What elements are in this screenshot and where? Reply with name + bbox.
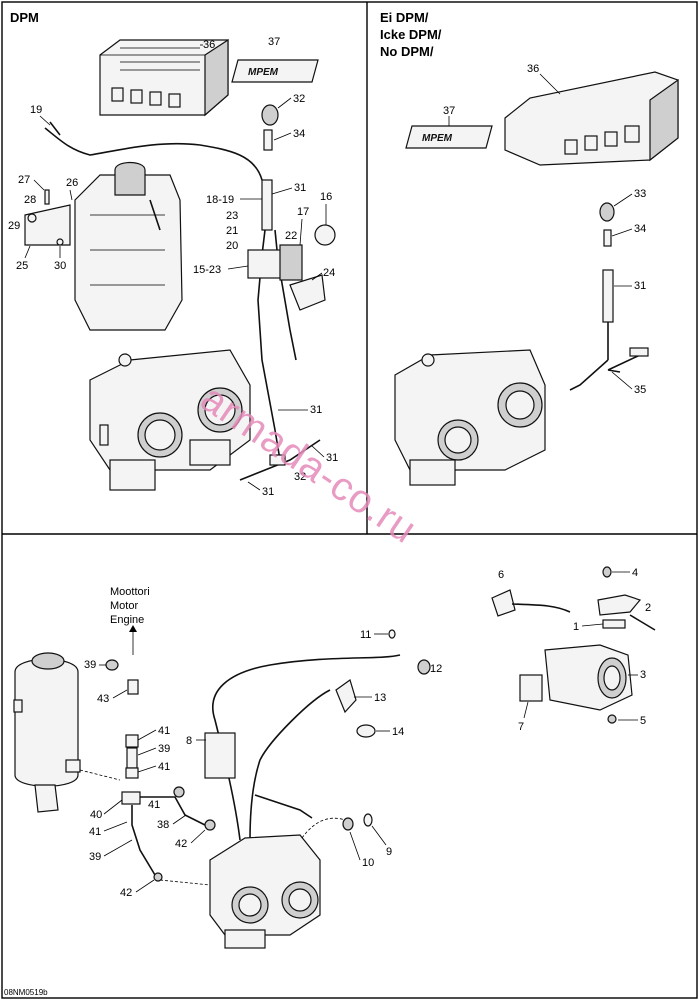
callout-14: 14: [392, 726, 404, 738]
callout-29: 29: [8, 220, 20, 232]
no-dpm-carburetors: [394, 349, 546, 486]
engine-label-line-2: Motor: [110, 600, 138, 612]
dpm-callouts: 36 37 19 32 34 27 26 28 29 25 30 18-19 2…: [8, 36, 338, 498]
callout-42-low: 42: [120, 887, 132, 899]
dpm-fuel-line: [257, 104, 297, 461]
callout-33: 33: [634, 188, 646, 200]
no-dpm-title-line-2: Icke DPM/: [380, 27, 442, 42]
no-dpm-title-line-1: Ei DPM/: [380, 10, 429, 25]
dpm-panel-title: DPM: [10, 10, 39, 25]
callout-27: 27: [18, 174, 30, 186]
oil-tank: [74, 161, 183, 331]
reference-code: 08NM0519b: [4, 988, 48, 997]
callout-31-lower: 31: [262, 486, 274, 498]
callout-13: 13: [374, 692, 386, 704]
callout-41-b: 41: [158, 761, 170, 773]
callout-8: 8: [186, 735, 192, 747]
bottom-carburetors: [209, 834, 321, 949]
vent-hose-assembly: [105, 659, 216, 882]
callout-11: 11: [360, 629, 371, 641]
callout-16: 16: [320, 191, 332, 203]
callout-39-low: 39: [89, 851, 101, 863]
dpm-panel: MPEM: [24, 38, 336, 491]
callout-6: 6: [498, 569, 504, 581]
callout-26: 26: [66, 177, 78, 189]
callout-34-nodpm: 34: [634, 223, 646, 235]
callout-20: 20: [226, 240, 238, 252]
callout-23: 23: [226, 210, 238, 222]
callout-43: 43: [97, 693, 109, 705]
callout-37-nodpm: 37: [443, 105, 455, 117]
callout-31-upper: 31: [294, 182, 306, 194]
callout-30: 30: [54, 260, 66, 272]
callout-21: 21: [226, 225, 238, 237]
mpem-module: [99, 38, 229, 117]
dpm-carburetors: [89, 349, 251, 491]
callout-31-mid: 31: [310, 404, 322, 416]
callout-35: 35: [634, 384, 646, 396]
callout-18-19: 18-19: [206, 194, 234, 206]
no-dpm-panel: MPEM: [394, 71, 679, 486]
callout-2: 2: [645, 602, 651, 614]
no-dpm-decal: MPEM: [405, 125, 493, 149]
callout-28: 28: [24, 194, 36, 206]
callout-36-nodpm: 36: [527, 63, 539, 75]
callout-9: 9: [386, 846, 392, 858]
callout-32-lower: 32: [294, 471, 306, 483]
decal-text: MPEM: [248, 67, 279, 78]
engine-label-line-1: Moottori: [110, 586, 150, 598]
callout-39-top: 39: [84, 659, 96, 671]
callout-41-a: 41: [158, 725, 170, 737]
callout-31-right: 31: [326, 452, 338, 464]
engine-label-line-3: Engine: [110, 614, 144, 626]
callout-38: 38: [157, 819, 169, 831]
callout-40: 40: [90, 809, 102, 821]
callout-19: 19: [30, 104, 42, 116]
dpm-valve: [247, 224, 336, 311]
tank-bracket: [24, 189, 71, 246]
callout-39-mid: 39: [158, 743, 170, 755]
callout-41-c: 41: [148, 799, 160, 811]
throttle-housing: [491, 566, 656, 724]
callout-12: 12: [430, 663, 442, 675]
mpem-decal: MPEM: [231, 59, 319, 83]
callout-5: 5: [640, 715, 646, 727]
callout-36: 36: [203, 39, 215, 51]
no-dpm-callouts: 37 36 33 34 31 35: [443, 63, 646, 396]
callout-15-23: 15-23: [193, 264, 221, 276]
callout-3: 3: [640, 669, 646, 681]
callout-37: 37: [268, 36, 280, 48]
callout-25: 25: [16, 260, 28, 272]
callout-41-d: 41: [89, 826, 101, 838]
callout-1: 1: [573, 621, 579, 633]
callout-17: 17: [297, 206, 309, 218]
bottom-callouts: 4 6 2 1 3 5 7 11 12 13 14 8 39 43 41 39 …: [84, 567, 651, 899]
callout-34: 34: [293, 128, 305, 140]
no-dpm-decal-text: MPEM: [422, 133, 453, 144]
throttle-cable: [204, 654, 401, 841]
no-dpm-title-line-3: No DPM/: [380, 44, 434, 59]
callout-10: 10: [362, 857, 374, 869]
callout-22: 22: [285, 230, 297, 242]
no-dpm-mpem-module: [504, 71, 679, 166]
callout-42-mid: 42: [175, 838, 187, 850]
callout-24: 24: [323, 267, 335, 279]
callout-4: 4: [632, 567, 638, 579]
bottom-panel: Moottori Motor Engine: [13, 566, 656, 949]
callout-31-nodpm: 31: [634, 280, 646, 292]
air-silencer: [13, 652, 81, 813]
callout-7: 7: [518, 721, 524, 733]
callout-32: 32: [293, 93, 305, 105]
